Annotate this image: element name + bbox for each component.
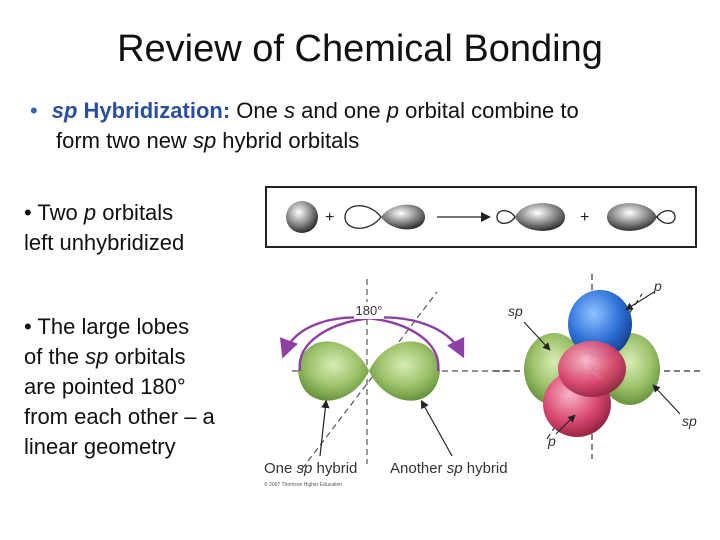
bullet-marker: • — [24, 314, 32, 339]
bullet-sp-hybridization: •sp Hybridization: One s and one p orbit… — [30, 96, 690, 156]
bullet-marker: • — [24, 200, 32, 225]
sp-hybrid-left-icon — [496, 203, 565, 231]
bullet-continuation: form two new sp hybrid orbitals — [56, 128, 360, 153]
slide-title: Review of Chemical Bonding — [117, 28, 603, 70]
plus-sign: + — [580, 209, 589, 226]
sp-hybrid-right-icon — [607, 203, 676, 231]
bullet-heading: sp Hybridization: — [51, 98, 231, 123]
label-sp: sp — [682, 413, 697, 429]
s-orbital-icon — [286, 201, 318, 233]
bullet-large-lobes: • The large lobes of the sp orbitals are… — [24, 314, 215, 459]
sp-geometry-diagram: 180° One sp hybrid Another sp hybrid © 2… — [264, 274, 700, 488]
caption-one-sp-hybrid: One sp hybrid — [264, 460, 357, 477]
sp-hybrids-linear: 180° One sp hybrid Another sp hybrid © 2… — [264, 279, 512, 488]
label-sp: sp — [508, 303, 523, 319]
label-p: p — [653, 278, 662, 294]
p-orbital-icon — [344, 204, 425, 230]
copyright-notice: © 2007 Thomson Higher Education — [264, 481, 342, 488]
plus-sign: + — [325, 209, 334, 226]
angle-label: 180° — [356, 303, 383, 318]
reaction-arrow — [437, 212, 491, 222]
bullet-two-p-orbitals: • Two p orbitals left unhybridized — [24, 200, 185, 255]
bullet-marker: • — [30, 98, 38, 123]
caption-another-sp-hybrid: Another sp hybrid — [390, 460, 508, 477]
hybridization-diagram: + + — [265, 186, 697, 248]
label-p: p — [547, 433, 556, 449]
orbital-3d-model: sp p sp p — [494, 274, 700, 459]
